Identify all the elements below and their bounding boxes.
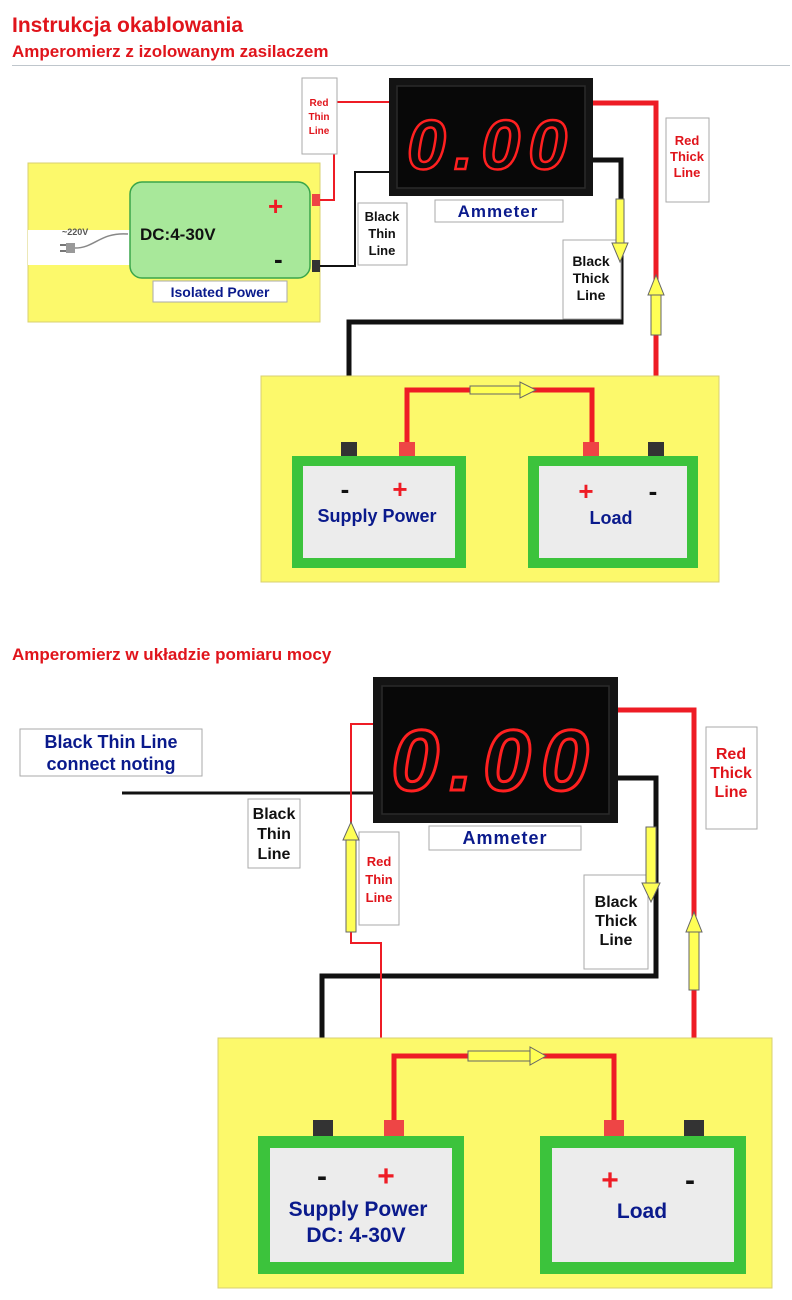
red-thin-line-label: Red Thin Line [301,77,338,155]
load-minus-terminal [684,1120,704,1136]
load-plus-sign: + [578,476,593,506]
supply-plus-sign: + [392,474,407,504]
load-minus-terminal [648,442,664,456]
svg-text:Red: Red [675,133,700,148]
current-right-arrow-icon [469,381,538,399]
isolated-power-voltage: DC:4-30V [140,225,216,244]
svg-text:Thin: Thin [257,826,291,843]
supply-minus-terminal [313,1120,333,1136]
load-minus-sign: - [685,1164,695,1197]
svg-text:Red: Red [310,98,329,109]
mains-plug-icon [60,243,75,253]
note-line-2: connect noting [47,754,176,774]
section-title-isolated: Amperomierz z izolowanym zasilaczem [12,42,329,61]
ammeter-display: 0.00 [373,677,618,823]
supply-plus-sign: + [377,1160,395,1193]
ammeter-label: Ammeter [458,202,539,221]
svg-text:Line: Line [258,846,291,863]
svg-text:Thick: Thick [710,765,752,782]
page-title: Instrukcja okablowania [12,14,244,37]
isolated-power-minus: - [274,244,283,274]
svg-text:Line: Line [715,784,748,801]
load-face [552,1148,734,1262]
load-label: Load [590,508,633,528]
section-title-power-circuit: Amperomierz w układzie pomiaru mocy [12,645,332,664]
supply-minus-sign: - [341,474,350,504]
red-thick-line-label: Red Thick Line [665,117,710,203]
isolated-plus-terminal [312,194,320,206]
svg-text:Line: Line [600,932,633,949]
load-plus-terminal [583,442,599,456]
svg-text:Thin: Thin [308,112,329,123]
load-minus-sign: - [649,476,658,506]
isolated-power-plus: + [268,191,283,221]
svg-text:Black: Black [365,209,400,224]
svg-text:Thin: Thin [368,226,395,241]
load-plus-sign: + [601,1164,619,1197]
black-thin-wire [320,171,392,267]
supply-plus-terminal [399,442,415,456]
red-thick-line-label: Red Thick Line [705,726,758,830]
black-thick-wire [319,775,659,1122]
load-face [539,466,687,558]
supply-minus-terminal [341,442,357,456]
isolated-power-module [129,181,311,279]
supply-power-voltage: DC: 4-30V [306,1224,405,1247]
isolated-minus-terminal [312,260,320,272]
isolated-power-label-box [152,280,288,303]
ammeter-label: Ammeter [462,828,547,848]
note-box [19,728,203,777]
red-thin-wire [350,723,382,1122]
ammeter-label-box [434,199,564,223]
svg-text:Line: Line [366,890,393,905]
ammeter-reading: 0.00 [391,713,598,809]
supply-minus-sign: - [317,1160,327,1193]
supply-power-label: Supply Power [317,506,436,526]
load-label: Load [617,1200,667,1223]
svg-text:Line: Line [369,243,396,258]
svg-text:Line: Line [309,126,330,137]
title-divider [12,65,790,66]
current-up-arrow-icon [647,273,665,336]
current-down-arrow-icon [641,826,661,904]
current-right-arrow-icon [467,1046,548,1066]
red-thin-line-label: Red Thin Line [358,831,400,926]
svg-text:Line: Line [674,165,701,180]
svg-text:Black: Black [595,894,638,911]
svg-text:Line: Line [577,287,606,303]
supply-power-label: Supply Power [289,1198,428,1221]
svg-text:Thick: Thick [670,149,705,164]
mains-voltage-label: ~220V [62,227,88,237]
svg-text:Thick: Thick [595,913,637,930]
isolated-power-label: Isolated Power [171,284,270,300]
black-thick-line-label: Black Thick Line [583,874,649,970]
black-thin-line-label: Black Thin Line [247,798,301,869]
ammeter-reading: 0.00 [407,106,575,184]
svg-text:Thick: Thick [573,270,610,286]
black-thin-line-label: Black Thin Line [357,202,408,266]
current-up-arrow-icon [685,910,703,991]
supply-power-face [303,466,455,558]
black-thick-line-label: Black Thick Line [562,239,622,320]
current-down-arrow-icon [611,198,629,264]
supply-power-face [270,1148,452,1262]
black-thick-wire [346,157,624,448]
svg-text:Red: Red [716,746,746,763]
load-plus-terminal [604,1120,624,1136]
current-up-arrow-thin-icon [342,820,360,933]
wiring-diagram-isolated: ~220V DC:4-30V + - Isolated Power 0.00 A… [27,77,720,583]
note-line-1: Black Thin Line [44,732,177,752]
svg-text:Red: Red [367,854,392,869]
ammeter-label-box [428,825,582,851]
svg-text:Black: Black [253,806,296,823]
svg-text:Black: Black [572,253,610,269]
supply-plus-terminal [384,1120,404,1136]
ammeter-display: 0.00 [389,78,593,196]
svg-text:Thin: Thin [365,872,392,887]
wiring-diagram-power-circuit: Black Thin Line connect noting 0.00 Amme… [19,677,773,1289]
mains-plug-cable [74,233,129,249]
